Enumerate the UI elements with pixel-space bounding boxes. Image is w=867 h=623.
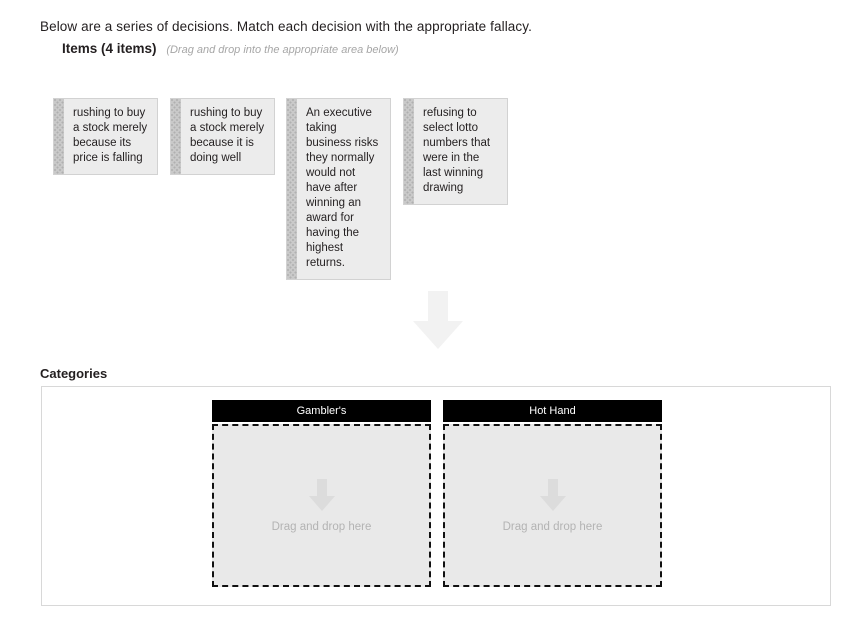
drag-handle-icon[interactable] [171, 99, 181, 174]
drag-handle-icon[interactable] [287, 99, 297, 279]
item-card[interactable]: rushing to buy a stock merely because it… [170, 98, 275, 175]
category-column-hot-hand: Hot Hand Drag and drop here [443, 400, 662, 587]
dropzone-placeholder: Drag and drop here [445, 478, 660, 533]
dropzone-text: Drag and drop here [271, 520, 372, 533]
arrow-head [539, 495, 566, 511]
items-count-label: Items (4 items) [62, 41, 157, 56]
dropzone-text: Drag and drop here [502, 520, 603, 533]
down-arrow-icon [413, 291, 463, 349]
dropzone-gamblers[interactable]: Drag and drop here [212, 424, 431, 587]
categories-title: Categories [40, 366, 108, 381]
arrow-shaft [316, 478, 327, 498]
item-card[interactable]: rushing to buy a stock merely because it… [53, 98, 158, 175]
items-header: Items (4 items) (Drag and drop into the … [62, 40, 399, 59]
page-instruction: Below are a series of decisions. Match e… [40, 19, 532, 34]
down-arrow-icon [308, 478, 335, 511]
item-card-text: refusing to select lotto numbers that we… [423, 107, 491, 194]
arrow-head [413, 321, 463, 349]
category-column-gamblers: Gambler's Drag and drop here [212, 400, 431, 587]
drag-handle-icon[interactable] [404, 99, 414, 204]
arrow-shaft [547, 478, 558, 498]
down-arrow-icon [539, 478, 566, 511]
arrow-shaft [428, 291, 448, 324]
arrow-head [308, 495, 335, 511]
dropzone-hot-hand[interactable]: Drag and drop here [443, 424, 662, 587]
items-hint-text: (Drag and drop into the appropriate area… [166, 44, 399, 56]
item-card[interactable]: An executive taking business risks they … [286, 98, 391, 280]
item-card-text: rushing to buy a stock merely because it… [73, 107, 148, 164]
category-header: Hot Hand [443, 400, 662, 422]
item-card-text: An executive taking business risks they … [306, 107, 379, 269]
drag-handle-icon[interactable] [54, 99, 64, 174]
category-header: Gambler's [212, 400, 431, 422]
item-card[interactable]: refusing to select lotto numbers that we… [403, 98, 508, 205]
dropzone-placeholder: Drag and drop here [214, 478, 429, 533]
item-card-text: rushing to buy a stock merely because it… [190, 107, 265, 164]
categories-panel: Gambler's Drag and drop here Hot Hand Dr… [41, 386, 831, 606]
